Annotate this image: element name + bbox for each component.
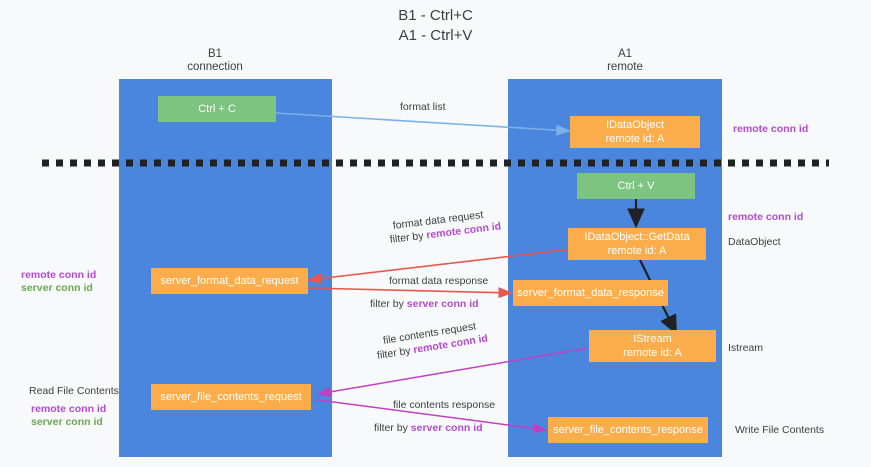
edge-label-file-contents-response-filter: filter by server conn id — [374, 421, 483, 436]
filter-prefix: filter by — [374, 422, 411, 434]
annotation-read-file-contents: Read File Contents — [29, 385, 119, 397]
annotation-write-file-contents: Write File Contents — [735, 424, 825, 436]
annotation-remote-conn-id-top: remote conn id — [733, 123, 809, 135]
annotation-left-server-conn-id-bottom: server conn id — [31, 416, 103, 428]
edge-label-file-contents-response-text: file contents response — [393, 399, 496, 411]
edge-label-format-list: format list — [400, 101, 446, 113]
node-server-format-data-request[interactable]: server_format_data_request — [151, 268, 308, 294]
annotation-left-remote-conn-id-mid: remote conn id — [21, 269, 97, 281]
filter-prefix: filter by — [389, 229, 428, 246]
node-ctrl-v[interactable]: Ctrl + V — [577, 173, 695, 199]
filter-key-server-conn-id: server conn id — [406, 298, 479, 310]
edge-label-format-data-response-text: format data response — [389, 275, 489, 287]
edge-label-format-data-response-filter: filter by server conn id — [370, 297, 479, 312]
annotation-remote-conn-id-mid: remote conn id — [728, 211, 804, 223]
node-idataobject-getdata[interactable]: IDataObject::GetData remote id: A — [568, 228, 706, 260]
page-title: B1 - Ctrl+C A1 - Ctrl+V — [398, 7, 473, 44]
column-header-a1: A1 remote — [607, 48, 643, 73]
filter-key-server-conn-id: server conn id — [410, 422, 483, 434]
node-idataobject[interactable]: IDataObject remote id: A — [570, 116, 700, 148]
edge-label-file-contents-response: file contents response — [393, 398, 495, 413]
edge-label-format-data-response: format data response — [389, 274, 488, 289]
filter-prefix: filter by — [370, 298, 407, 310]
node-istream[interactable]: IStream remote id: A — [589, 330, 716, 362]
annotation-left-server-conn-id-mid: server conn id — [21, 282, 93, 294]
annotation-left-remote-conn-id-bottom: remote conn id — [31, 403, 107, 415]
annotation-dataobject: DataObject — [728, 236, 781, 248]
node-server-format-data-response[interactable]: server_format_data_response — [513, 280, 668, 306]
annotation-istream: Istream — [728, 342, 764, 354]
column-header-b1: B1 connection — [187, 48, 243, 73]
node-server-file-contents-request[interactable]: server_file_contents_request — [151, 384, 311, 410]
node-server-file-contents-response[interactable]: server_file_contents_response — [548, 417, 708, 443]
filter-prefix: filter by — [376, 344, 415, 362]
node-ctrl-c[interactable]: Ctrl + C — [158, 96, 276, 122]
